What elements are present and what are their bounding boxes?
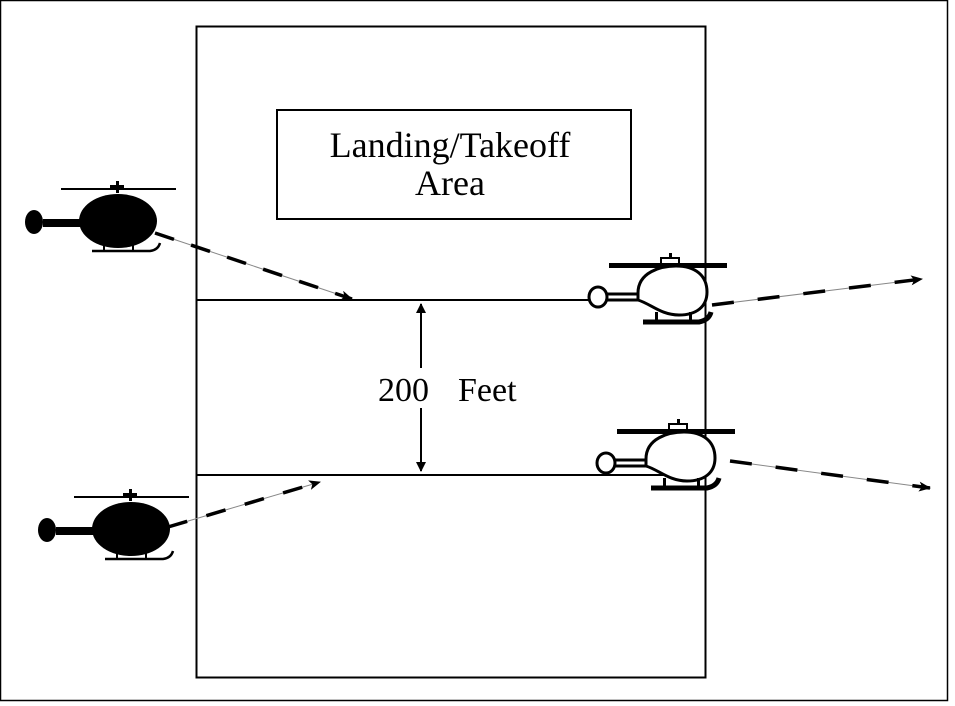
landing-takeoff-label-box: Landing/Takeoff Area <box>276 109 632 220</box>
flight-path-approach-lower <box>167 480 321 529</box>
dimension-unit: Feet <box>458 372 517 409</box>
label-line-2: Area <box>415 163 485 203</box>
label-box-frame <box>276 109 632 220</box>
flight-path-departure-upper <box>711 275 923 307</box>
dimension-indicator: 200 Feet <box>378 303 517 472</box>
dimension-value: 200 <box>378 372 429 409</box>
flight-path-approach-upper <box>154 231 353 301</box>
label-line-1: Landing/Takeoff <box>330 125 571 165</box>
flight-path-departure-lower <box>729 459 931 492</box>
